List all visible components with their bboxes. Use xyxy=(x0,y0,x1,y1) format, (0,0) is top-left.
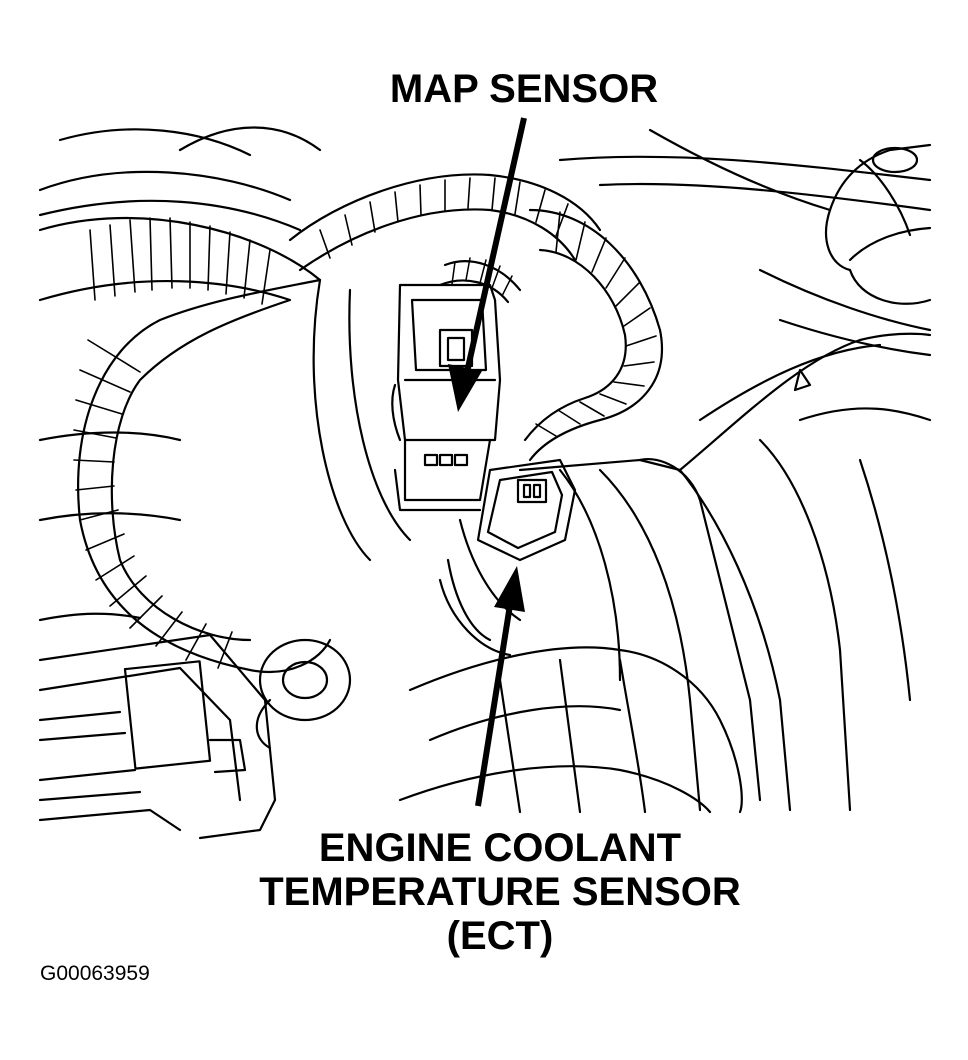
ect-arrow-shaft xyxy=(475,604,513,807)
lower-left-connector xyxy=(38,633,277,840)
ect-sensor-label: ENGINE COOLANT TEMPERATURE SENSOR (ECT) xyxy=(200,826,800,958)
ect-label-line3: (ECT) xyxy=(446,914,554,958)
wiring-harness-left xyxy=(38,216,352,750)
map-sensor-body xyxy=(391,283,502,512)
map-arrow-shaft xyxy=(464,117,527,373)
wiring-harness-upper xyxy=(288,173,602,272)
figure-id: G00063959 xyxy=(40,962,150,985)
intake-housing xyxy=(518,332,932,812)
map-harness xyxy=(438,257,522,304)
ect-callout-arrow xyxy=(475,566,525,807)
arrow-icon xyxy=(494,566,525,612)
ect-label-line2: TEMPERATURE SENSOR xyxy=(259,870,741,914)
upper-hose xyxy=(825,143,932,305)
arrow-icon xyxy=(448,364,482,412)
map-callout-arrow xyxy=(448,117,527,412)
lower-manifold xyxy=(398,646,743,814)
background-linework xyxy=(38,126,932,622)
map-sensor-label: MAP SENSOR xyxy=(389,67,659,111)
wiring-harness-right xyxy=(523,208,663,462)
ect-label-line1: ENGINE COOLANT xyxy=(318,826,682,870)
